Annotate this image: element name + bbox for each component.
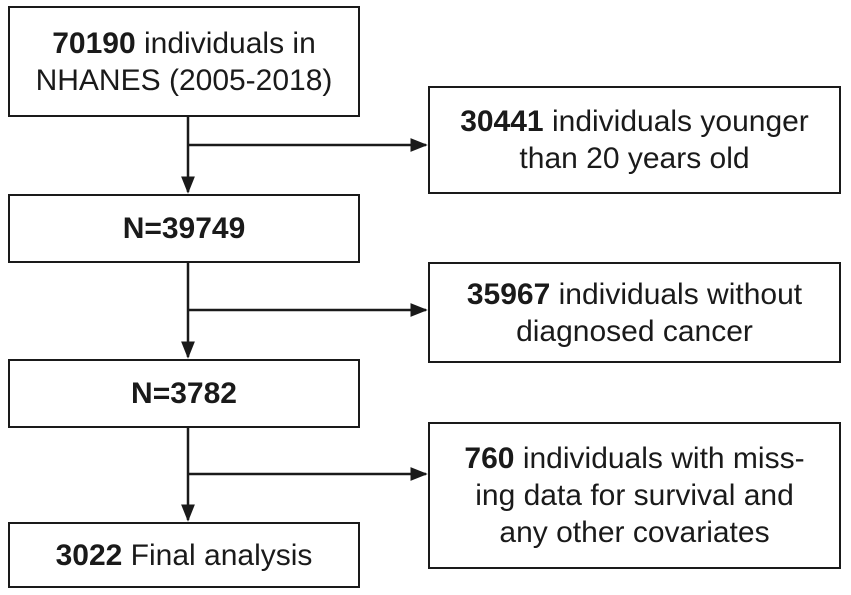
final-text: Final analysis <box>130 538 313 572</box>
start-text-line1: individuals in <box>144 26 316 60</box>
box-exclusion-cancer: 35967 individuals without diagnosed canc… <box>428 262 841 363</box>
exclusion-cancer-line2: diagnosed cancer <box>516 314 753 348</box>
box-n1: N=39749 <box>8 194 360 263</box>
box-final: 3022 Final analysis <box>8 522 360 588</box>
exclusion-missing-line3: any other covariates <box>499 516 770 549</box>
exclusion-missing-line1: individuals with miss- <box>522 442 805 475</box>
exclusion-age-count: 30441 <box>460 105 544 138</box>
start-text-line2: NHANES (2005-2018) <box>35 63 333 97</box>
n2-count: N=3782 <box>131 377 237 410</box>
box-exclusion-missing: 760 individuals with miss- ing data for … <box>428 422 841 569</box>
exclusion-cancer-count: 35967 <box>466 277 551 311</box>
exclusion-cancer-line1: individuals without <box>558 277 803 311</box>
box-start: 70190 individuals in NHANES (2005-2018) <box>8 6 360 117</box>
exclusion-missing-line2: ing data for survival and <box>475 479 794 512</box>
box-n2: N=3782 <box>8 359 360 428</box>
n1-count: N=39749 <box>122 212 246 245</box>
start-count: 70190 <box>52 26 136 60</box>
exclusion-age-line2: than 20 years old <box>519 142 750 175</box>
exclusion-missing-count: 760 <box>464 442 515 475</box>
box-exclusion-age: 30441 individuals younger than 20 years … <box>428 86 841 194</box>
final-count: 3022 <box>55 538 123 572</box>
exclusion-age-line1: individuals younger <box>551 105 809 138</box>
